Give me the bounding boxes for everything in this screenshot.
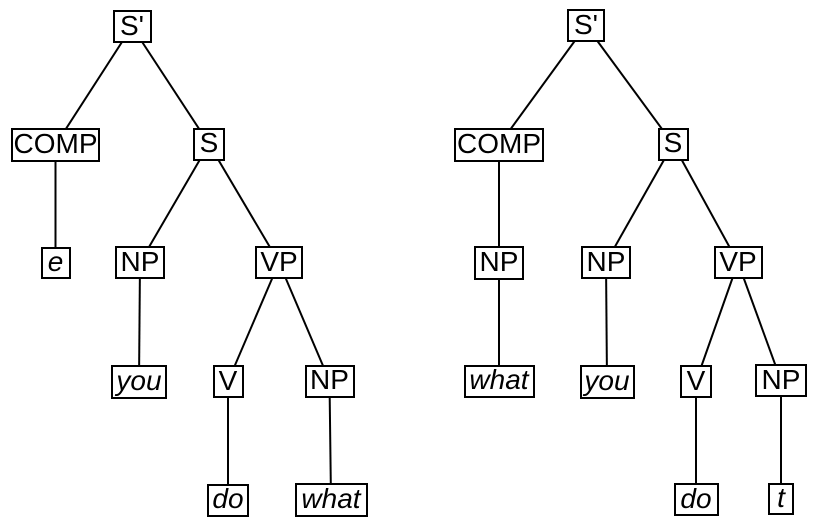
left-tree-node-e: e [40,246,71,279]
right-tree-node-what: what [463,364,535,398]
left-tree-edge-vp-v [227,262,280,382]
left-tree-node-s-prime: S' [112,10,152,43]
right-tree-node-do: do [673,483,719,516]
left-tree-node-do: do [207,483,249,517]
right-tree-node-np-wh: NP [474,245,524,280]
left-tree-edge-s-np-subj [139,143,210,264]
left-tree-edge-vp-np-obj [278,262,331,382]
left-tree-node-v: V [212,365,244,398]
left-tree-node-np-obj: NP [304,364,355,398]
right-tree-edge-vp-v [695,262,739,382]
right-tree-node-you: you [579,364,635,399]
right-tree-edge-s-prime-s [585,24,674,145]
left-tree-node-s: S [193,127,225,161]
left-tree-edge-np-subj-you [138,262,141,382]
right-tree-node-np-obj: NP [755,364,807,397]
right-tree-node-t: t [768,483,794,515]
right-tree-node-v: V [680,365,712,398]
right-tree-edge-s-np-subj [605,143,674,263]
right-tree-node-s: S [657,127,689,161]
right-tree-edge-s-vp [672,143,739,263]
left-tree-node-what: what [294,483,368,517]
left-tree-edge-s-prime-s [131,25,210,145]
right-tree-edge-np-subj-you [605,262,608,382]
right-tree-edge-s-prime-comp [498,24,587,146]
left-tree-edge-s-prime-comp [54,25,133,146]
right-tree-node-vp: VP [713,246,763,279]
right-tree-node-s-prime: S' [567,9,605,42]
left-tree-node-vp: VP [255,246,303,279]
left-tree-node-comp: COMP [11,128,100,162]
left-tree-node-you: you [111,364,167,399]
left-tree-node-np-subj: NP [115,246,165,279]
right-tree-node-comp: COMP [454,128,544,162]
left-tree-edge-s-vp [208,143,280,264]
right-tree-edge-vp-np-obj [737,262,782,381]
left-tree-edge-np-obj-what [328,380,332,501]
right-tree-node-np-subj: NP [581,246,631,279]
